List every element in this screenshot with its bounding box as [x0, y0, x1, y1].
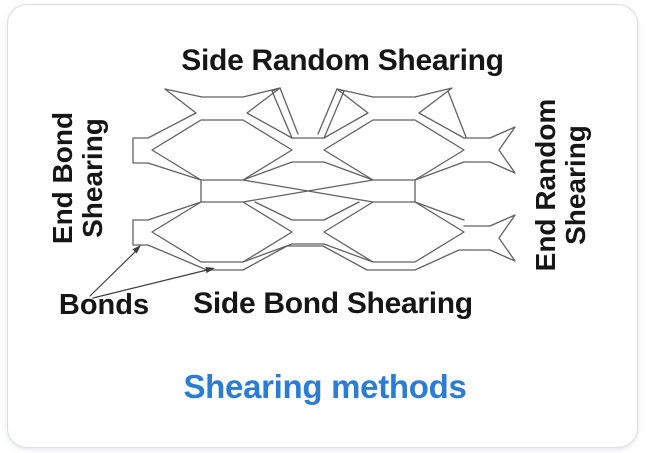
label-end-bond-shearing: End Bond Shearing: [47, 98, 112, 258]
label-end-bond-line2: Shearing: [77, 118, 109, 238]
label-end-random-shearing: End Random Shearing: [530, 90, 595, 280]
bond-arrows: [89, 245, 215, 299]
label-side-bond-shearing: Side Bond Shearing: [193, 287, 473, 320]
mesh-right-fishtails: [463, 126, 516, 262]
mesh-left-bond-tabs: [132, 137, 202, 246]
caption-shearing-methods: Shearing methods: [183, 368, 467, 405]
mesh-top-edge: [147, 87, 467, 139]
label-end-bond-line1: End Bond: [47, 111, 78, 245]
label-bonds: Bonds: [58, 289, 150, 321]
label-end-random-line1: End Random: [530, 98, 561, 272]
diagram-card: [7, 4, 638, 448]
label-side-random-shearing: Side Random Shearing: [181, 44, 504, 77]
mesh-bottom-edge: [147, 244, 465, 271]
label-end-random-line2: Shearing: [560, 125, 592, 245]
mesh-bond-bands: [291, 137, 325, 245]
